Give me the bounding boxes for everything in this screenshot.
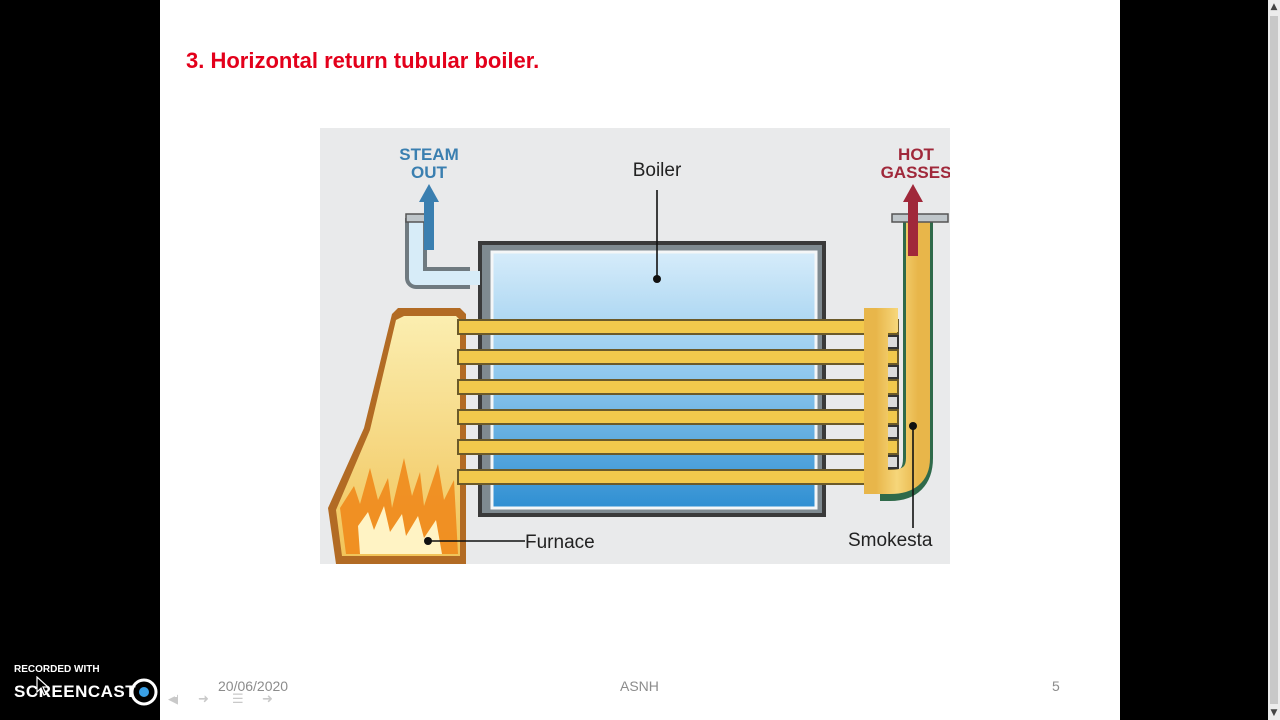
hot-gasses-label-line1: HOT xyxy=(898,145,935,164)
steam-out-arrow xyxy=(419,184,439,250)
scroll-thumb[interactable] xyxy=(1270,16,1278,704)
tube-2 xyxy=(457,349,899,379)
screencast-logo-icon xyxy=(130,678,158,706)
next-arrow-icon[interactable]: ➜ xyxy=(262,692,273,707)
scroll-down-icon[interactable]: ▼ xyxy=(1270,708,1278,718)
boiler-label: Boiler xyxy=(633,160,682,181)
back-arrow-icon[interactable]: ◀ xyxy=(168,692,178,707)
cursor-icon xyxy=(36,676,50,696)
hot-gasses-label-line2: GASSES xyxy=(881,163,950,182)
furnace xyxy=(328,308,466,564)
menu-icon[interactable]: ☰ xyxy=(232,692,244,707)
slide: 3. Horizontal return tubular boiler. xyxy=(160,0,1120,720)
footer-author: ASNH xyxy=(620,678,659,694)
watermark-brand-part2: MATIC xyxy=(164,682,220,701)
boiler-diagram: STEAM OUT HOT GASSES Boiler Furnace Smok… xyxy=(320,128,950,564)
watermark-recorded-with: RECORDED WITH xyxy=(14,664,100,675)
slide-title: 3. Horizontal return tubular boiler. xyxy=(186,48,540,73)
vertical-scrollbar[interactable]: ▲ ▼ xyxy=(1268,0,1280,720)
boiler-pointer-dot xyxy=(653,275,661,283)
forward-arrow-icon[interactable]: ➜ xyxy=(198,692,209,707)
furnace-pointer-dot xyxy=(424,537,432,545)
watermark-brand-part1: SCREENCAST xyxy=(14,682,137,701)
smokestack xyxy=(864,213,949,501)
steam-out-label-line2: OUT xyxy=(411,163,448,182)
tube-6 xyxy=(457,469,899,485)
slide-nav-controls: ◀ ➜ ☰ ➜ xyxy=(168,692,288,712)
footer-page-number: 5 xyxy=(1052,678,1060,694)
hot-gasses-arrow xyxy=(903,184,923,256)
leader-lines xyxy=(430,190,914,542)
furnace-label: Furnace xyxy=(525,532,595,553)
steam-out-label-line1: STEAM xyxy=(399,145,459,164)
smokestack-pointer-dot xyxy=(909,422,917,430)
smokestack-label: Smokesta xyxy=(848,530,933,551)
fire-tubes xyxy=(457,319,899,485)
footer-date: 20/06/2020 xyxy=(218,678,289,694)
scroll-up-icon[interactable]: ▲ xyxy=(1270,2,1278,12)
